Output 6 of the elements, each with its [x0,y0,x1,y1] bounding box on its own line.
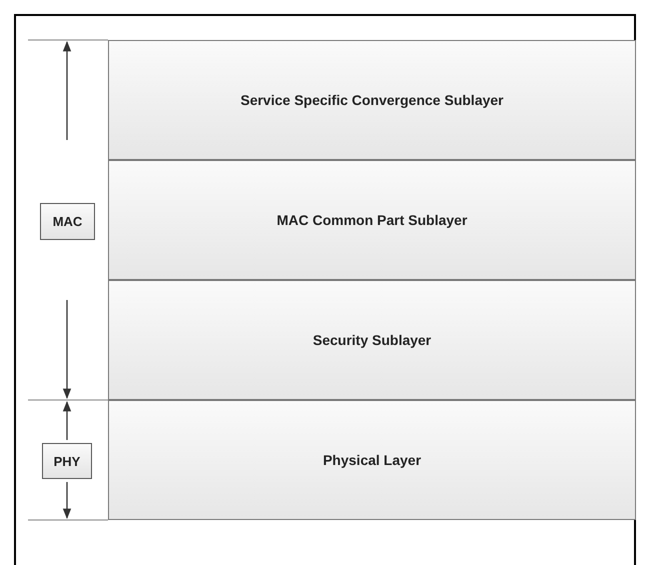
layer-box: Security Sublayer [108,280,636,400]
layer-tag: MAC [40,203,95,240]
layer-box: MAC Common Part Sublayer [108,160,636,280]
layer-box: Service Specific Convergence Sublayer [108,40,636,160]
layer-tag: PHY [42,443,92,479]
layer-box: Physical Layer [108,400,636,520]
